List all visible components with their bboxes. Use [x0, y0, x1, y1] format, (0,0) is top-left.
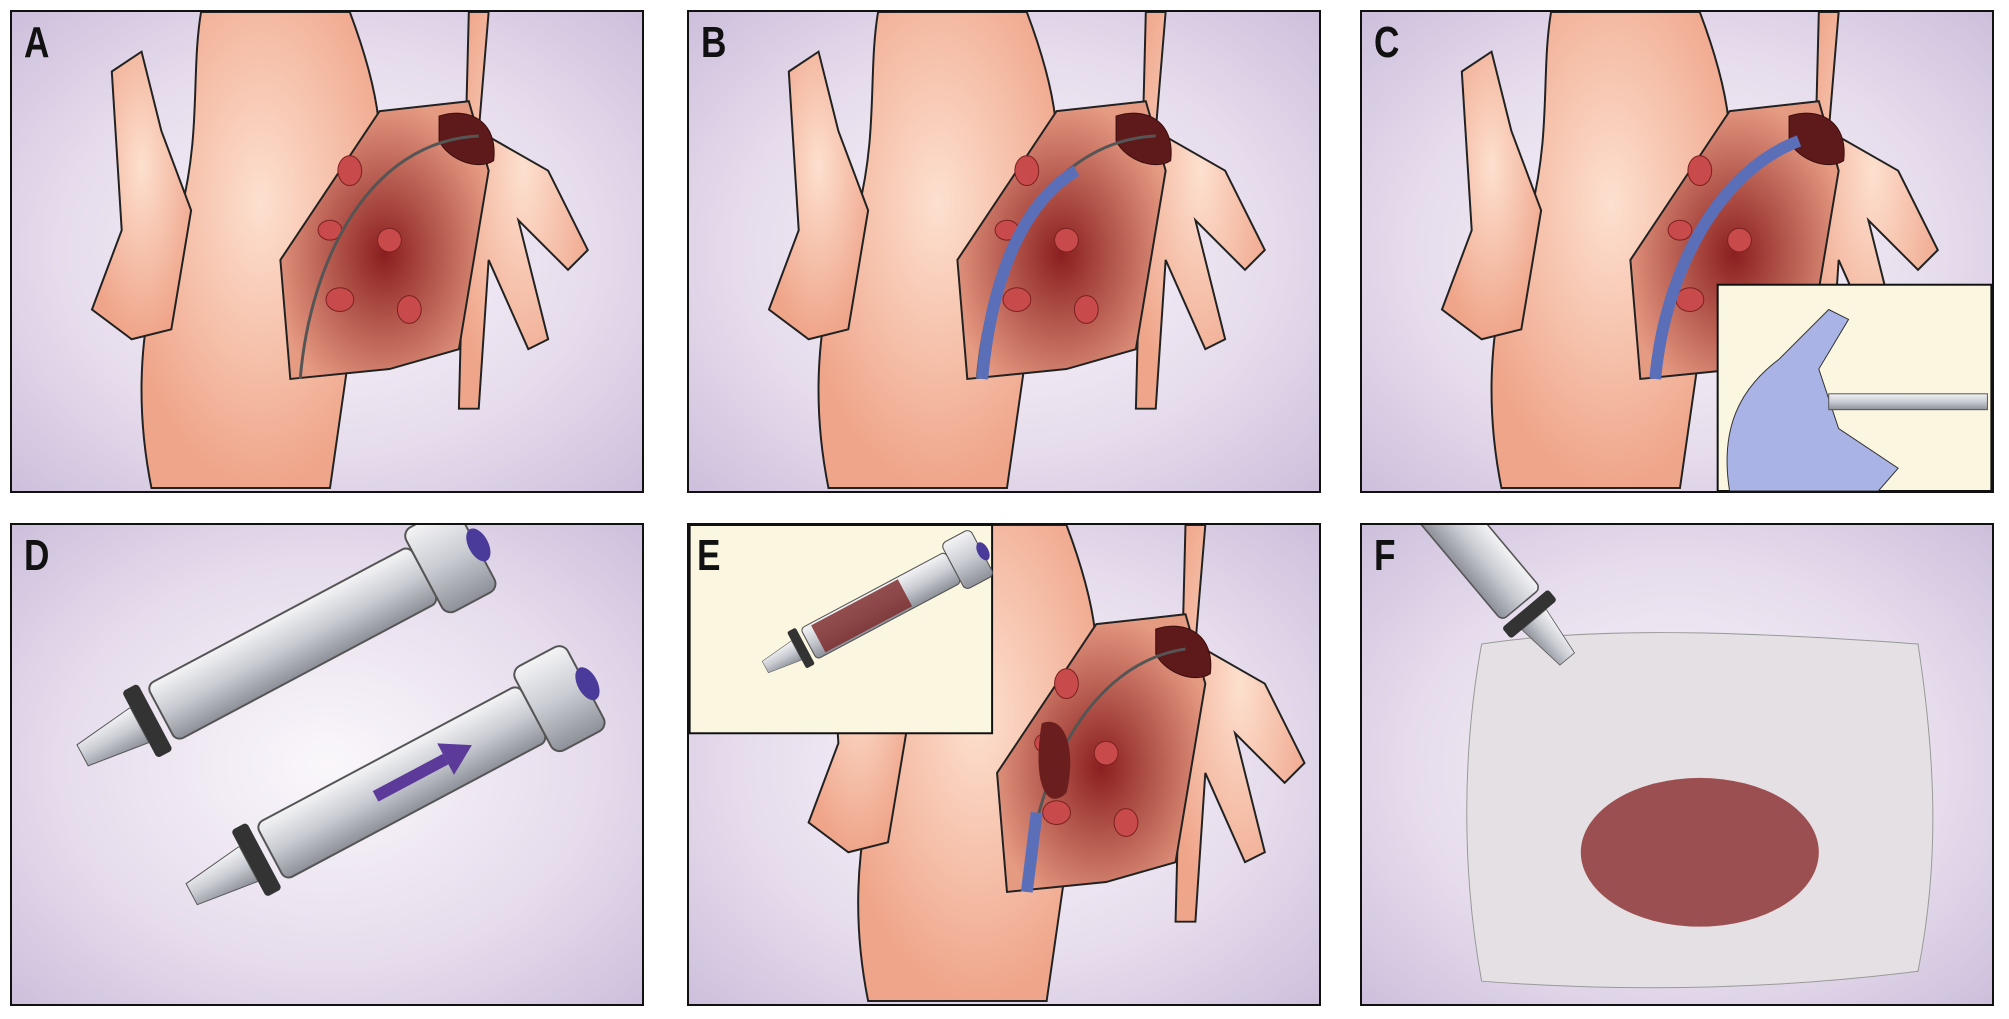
glove: [1726, 308, 1899, 491]
panel-c: C: [1360, 10, 1994, 493]
heart-catheter-aspiration-illustration: [1440, 12, 1992, 491]
panel-d: D: [10, 523, 644, 1006]
clot-on-gauze-illustration: [1362, 525, 1934, 989]
panel-label: A: [24, 18, 50, 67]
panel-a: A: [10, 10, 644, 493]
arrow: [372, 753, 449, 802]
heart-guidewire-illustration: [90, 12, 589, 490]
syringes-illustration: [59, 525, 620, 938]
panel-e: E: [687, 523, 1321, 1006]
panel-label: C: [1374, 18, 1400, 67]
catheter: [976, 165, 1080, 380]
panel-label: D: [24, 531, 50, 580]
panel-f: F: [1360, 523, 1994, 1006]
blood-clot: [1580, 777, 1819, 927]
guidewire: [298, 134, 479, 380]
panel-label: B: [701, 18, 727, 67]
panel-label: E: [697, 531, 721, 580]
heart-catheter-illustration: [767, 12, 1266, 490]
panel-label: F: [1374, 531, 1396, 580]
panel-b: B: [687, 10, 1321, 493]
heart-clot-retrieval-illustration: [689, 525, 1306, 1003]
